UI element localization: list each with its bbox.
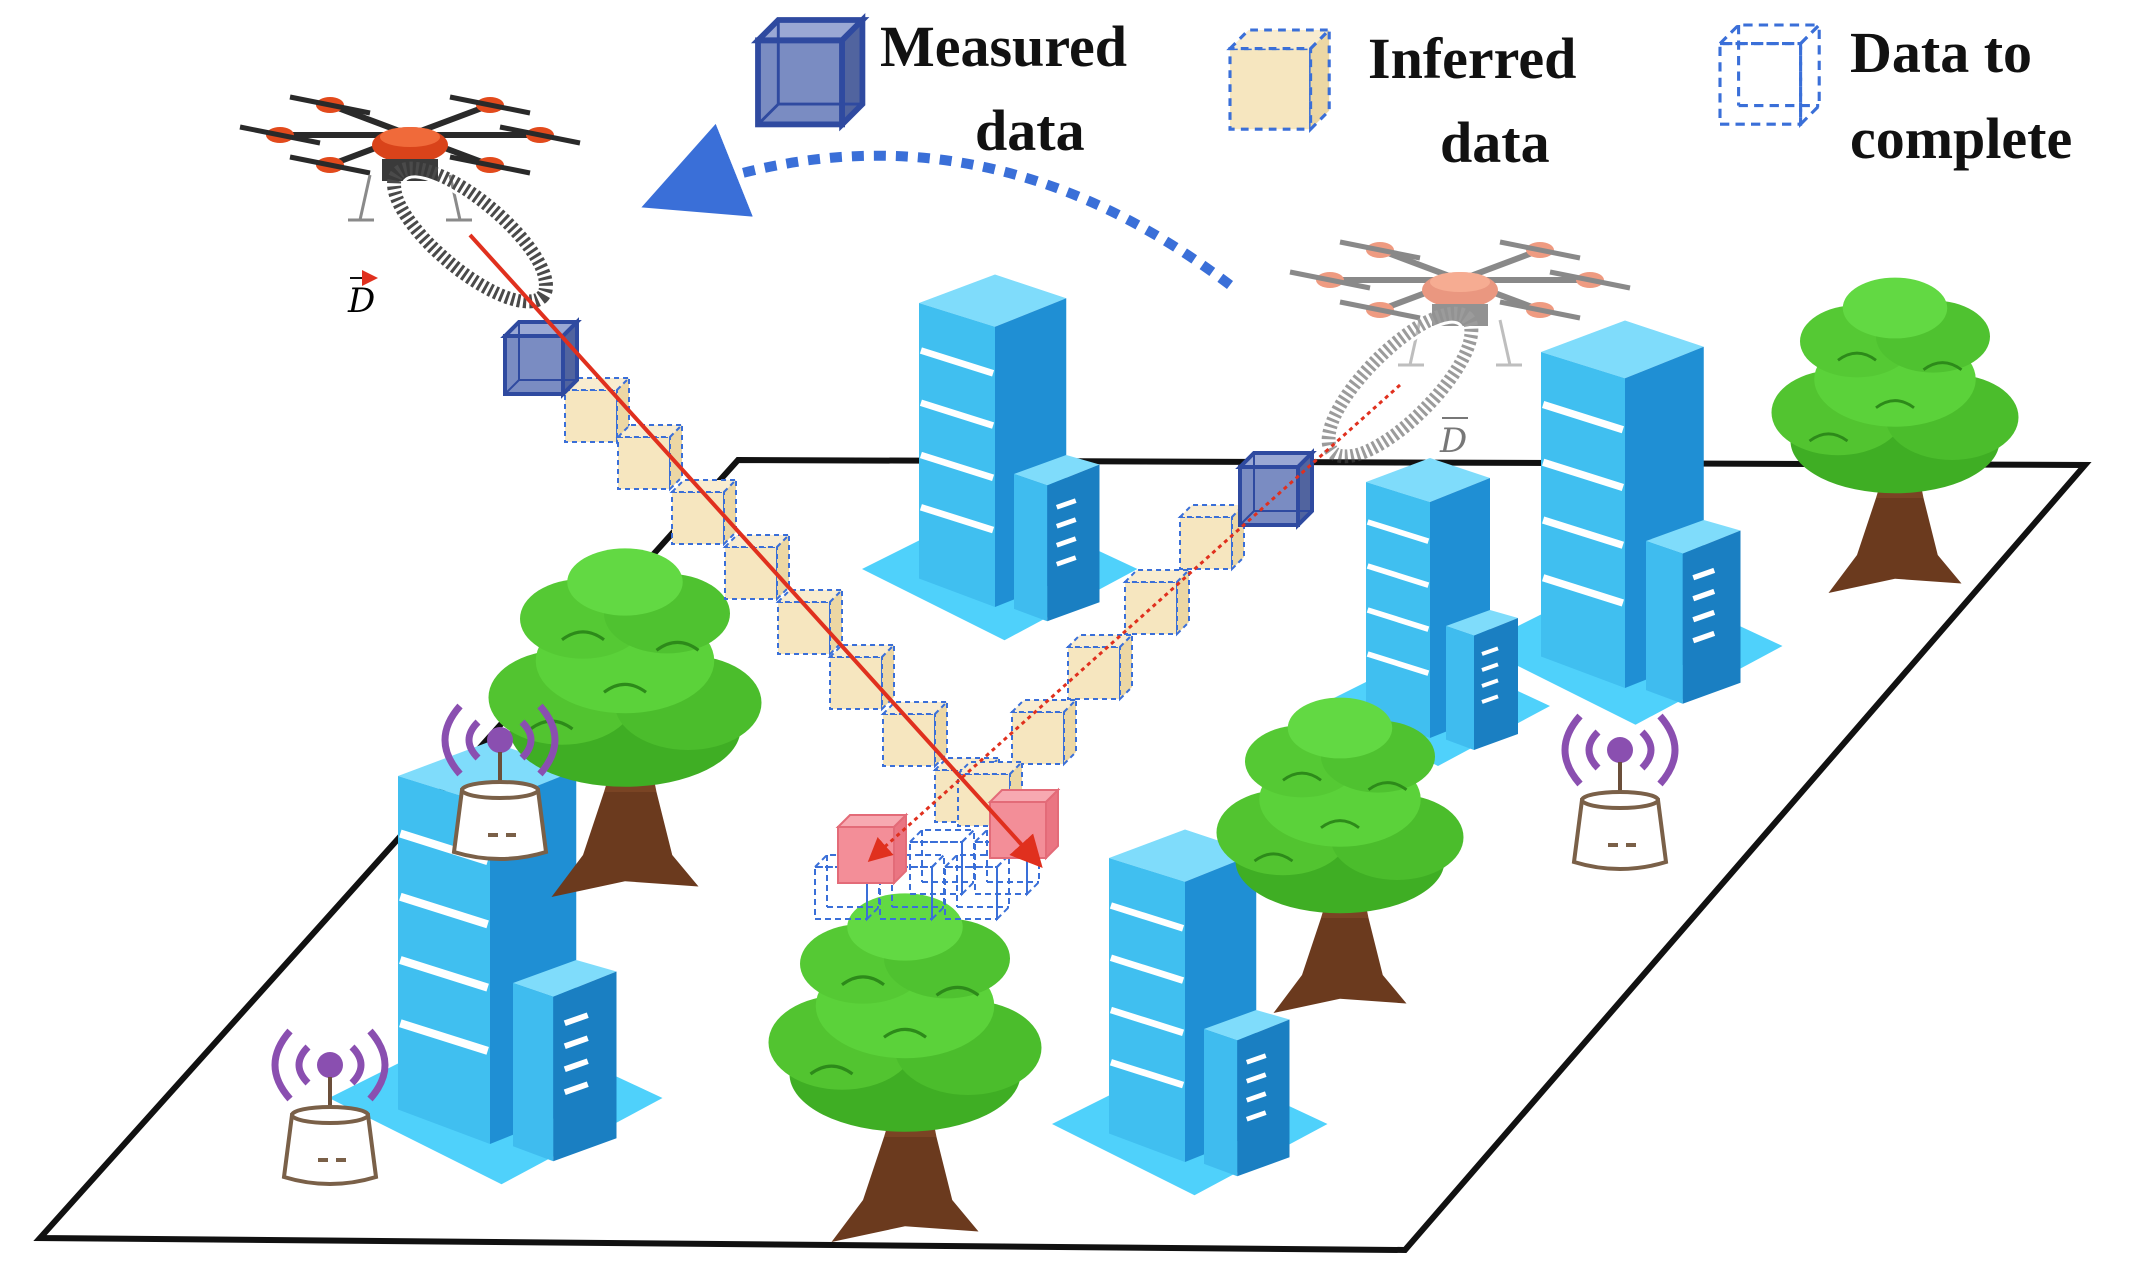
legend: Measured data Inferred data Data to comp…	[758, 14, 2072, 175]
beam-left	[468, 233, 1043, 868]
legend-measured-label-line2: data	[975, 98, 1085, 163]
vector-label-right: D	[1439, 421, 1467, 461]
legend-inferred-label-line1: Inferred	[1368, 26, 1576, 91]
legend-complete-label-line1: Data to	[1850, 20, 2032, 85]
flight-path-arrow	[641, 123, 1234, 289]
measured-voxel-right	[1238, 451, 1314, 527]
legend-complete-label-line2: complete	[1850, 106, 2072, 171]
legend-measured-label-line1: Measured	[880, 14, 1127, 79]
drone-left	[240, 97, 580, 322]
vector-label-left: D	[347, 281, 375, 321]
legend-measured-cube	[758, 20, 862, 124]
legend-inferred-cube	[1228, 28, 1331, 131]
measured-voxel-left	[503, 320, 579, 396]
legend-complete-cube	[1718, 23, 1821, 126]
legend-inferred-label-line2: data	[1440, 110, 1550, 175]
beam-right	[867, 383, 1402, 863]
building-back-center	[862, 275, 1138, 641]
